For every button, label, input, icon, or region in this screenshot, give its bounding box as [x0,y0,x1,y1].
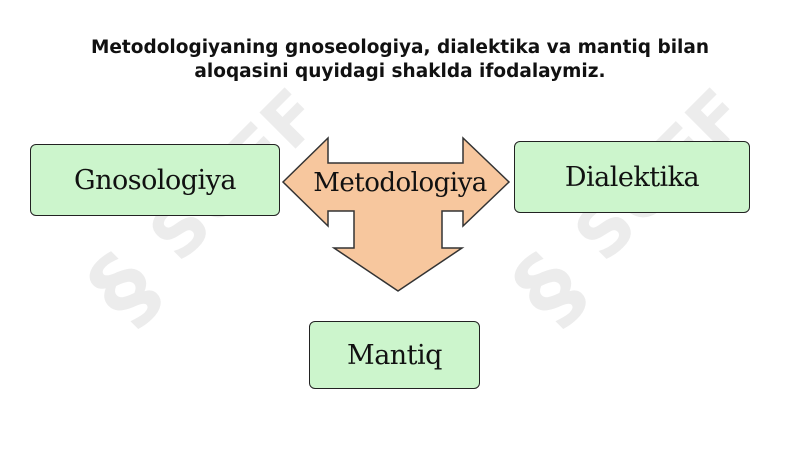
mantiq-box: Mantiq [309,321,480,389]
title-line-1: Metodologiyaning gnoseologiya, dialektik… [90,37,710,58]
gnoseologiya-box: Gnosologiya [30,144,280,216]
title-line-2: aloqasini quyidagi shaklda ifodalaymiz. [194,61,606,82]
dialektika-label: Dialektika [564,161,700,193]
metodologiya-label: Metodologiya [313,168,487,198]
gnoseologiya-label: Gnosologiya [74,164,236,196]
page-title: Metodologiyaning gnoseologiya, dialektik… [0,36,800,84]
dialektika-box: Dialektika [514,141,750,213]
mantiq-label: Mantiq [347,339,442,371]
three-way-arrow [281,136,511,292]
